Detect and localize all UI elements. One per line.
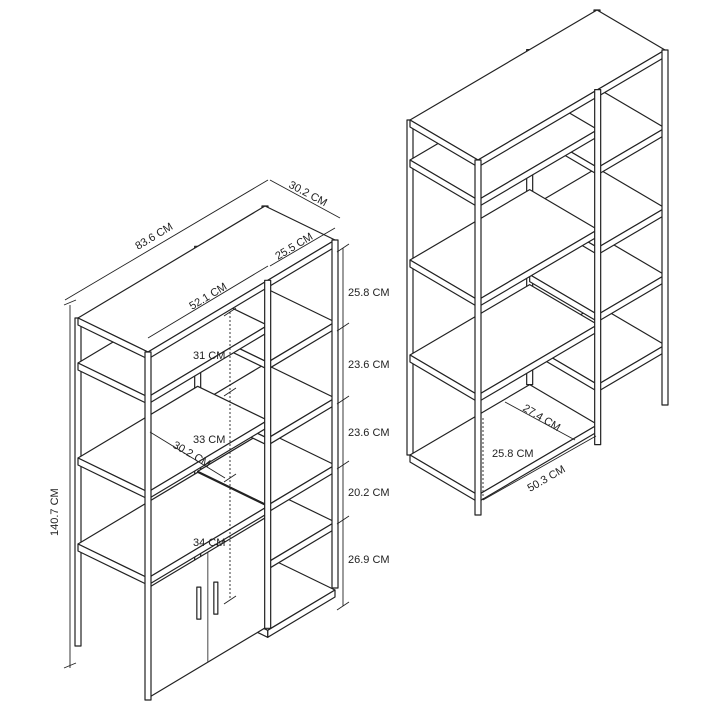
label-total-width: 83.6 CM	[133, 221, 175, 253]
dimension-line	[336, 601, 350, 611]
dimension-line	[223, 307, 237, 317]
dimension-line	[336, 243, 350, 253]
dimension-line	[63, 662, 77, 669]
dimension-line	[223, 595, 237, 605]
dimension-line	[223, 473, 237, 483]
label-right-gap-5: 26.9 CM	[348, 554, 390, 566]
label-left-gap-3: 34 CM	[193, 537, 225, 549]
dimension-line	[147, 265, 269, 339]
front-leg	[594, 88, 602, 446]
door-handle	[196, 586, 202, 620]
front-leg	[474, 159, 482, 516]
dimension-line	[64, 179, 269, 301]
door-handle	[213, 581, 219, 615]
front-leg	[264, 279, 272, 629]
dimension-line	[269, 179, 341, 219]
label-left-gap-1: 31 CM	[193, 350, 225, 362]
right-shelf-unit	[406, 9, 669, 516]
dimension-line	[269, 227, 336, 267]
dimension-line	[336, 322, 350, 332]
label-depth: 30.2 CM	[287, 179, 329, 209]
label-right-gap-4: 20.2 CM	[348, 487, 390, 499]
dimension-line	[63, 299, 77, 306]
left-shelf-unit	[74, 205, 339, 701]
label-left-gap-2: 33 CM	[193, 434, 225, 446]
front-leg	[661, 49, 669, 406]
label-right-gap-2: 23.6 CM	[348, 359, 390, 371]
dimension-line	[149, 431, 226, 479]
dimension-line	[336, 515, 350, 525]
back-leg	[406, 119, 414, 456]
label-right-gap-1: 25.8 CM	[348, 287, 390, 299]
front-leg	[331, 239, 339, 589]
dimension-line	[336, 395, 350, 405]
dimension-lines	[63, 179, 597, 669]
label-right-gap-3: 23.6 CM	[348, 427, 390, 439]
dimension-line	[223, 387, 237, 397]
front-leg	[144, 351, 152, 701]
dimension-line	[482, 435, 597, 501]
dimension-line	[504, 401, 576, 441]
dimension-line	[336, 460, 350, 470]
label-total-height: 140.7 CM	[49, 488, 61, 536]
label-inner-height: 25.8 CM	[492, 448, 534, 460]
